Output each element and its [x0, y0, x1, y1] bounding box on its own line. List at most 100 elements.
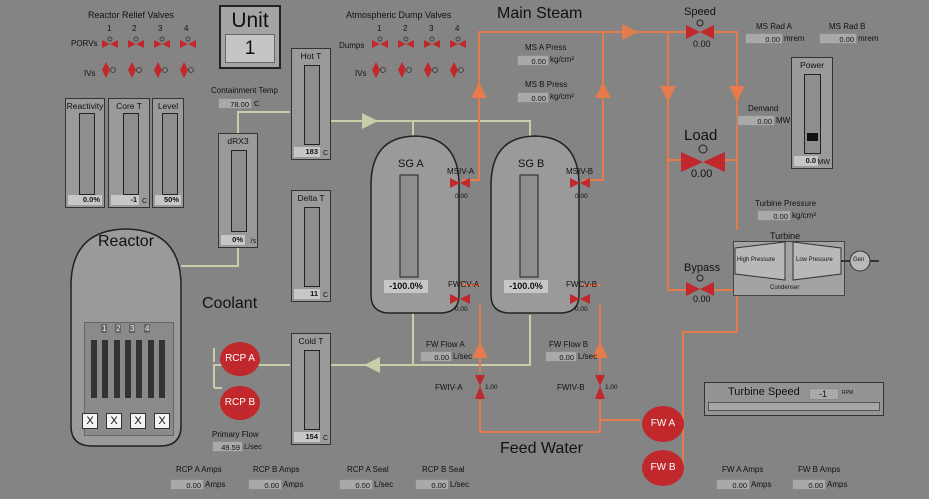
- power-level-fill: [807, 133, 818, 141]
- rcp-b-amps-value: 0.00: [248, 479, 282, 490]
- power-label: Power: [799, 60, 825, 70]
- rcp-b-amps-label: RCP B Amps: [253, 465, 300, 474]
- bypass-label: Bypass: [684, 262, 721, 274]
- primary-flow-value: 49.59: [212, 441, 243, 452]
- power-value: 0.0: [794, 156, 818, 166]
- speed-label: Speed: [684, 6, 716, 18]
- drx3-tube: [231, 150, 247, 232]
- hot-t-value: 183: [294, 147, 320, 157]
- dumps-label: Dumps: [339, 41, 365, 50]
- msiv-b-label: MSIV-B: [566, 167, 594, 176]
- drx3-label: dRX3: [227, 136, 249, 146]
- demand-unit: MW: [776, 116, 791, 125]
- rod-control-1[interactable]: X: [82, 413, 98, 429]
- sg-b-label: SG B: [518, 158, 545, 170]
- turbine-speed-bar: [708, 402, 880, 411]
- turbine-speed-unit: RPM: [842, 390, 854, 396]
- rcp-a-amps-label: RCP A Amps: [176, 465, 222, 474]
- ms-b-press-unit: kg/cm²: [550, 92, 574, 101]
- containment-temp-value: 78.00: [218, 98, 252, 109]
- reactivity-label: Reactivity: [66, 101, 104, 111]
- fwiv-b-label: FWIV-B: [557, 383, 585, 392]
- turbine-pressure-unit: kg/cm²: [792, 211, 816, 220]
- dump-valve-icons[interactable]: [368, 36, 468, 82]
- turbine-label: Turbine: [770, 231, 801, 241]
- delta-t-tube: [304, 207, 320, 287]
- core-t-unit: C: [141, 198, 147, 205]
- sg-a-label: SG A: [398, 158, 424, 170]
- rod-control-4[interactable]: X: [154, 413, 170, 429]
- fwcv-a-label: FWCV-A: [448, 280, 480, 289]
- speed-valve-icon[interactable]: [684, 19, 716, 41]
- fw-b-pump-button[interactable]: FW B: [642, 450, 684, 486]
- rcp-a-seal-unit: L/sec: [374, 480, 394, 489]
- level-value: 50%: [155, 195, 181, 205]
- fwcv-b-value: 0.00: [575, 306, 588, 313]
- speed-value: 0.00: [693, 39, 711, 49]
- fw-flow-a-label: FW Flow A: [426, 340, 465, 349]
- porvs-label: PORVs: [71, 39, 98, 48]
- sg-b-value: -100.0%: [504, 280, 548, 293]
- delta-t-gauge: Delta T 11 C: [291, 190, 331, 302]
- load-valve-icon[interactable]: [679, 144, 727, 174]
- level-label: Level: [157, 101, 179, 111]
- msiv-b-valve-icon[interactable]: [568, 176, 594, 190]
- msiv-b-value: 0.00: [575, 193, 588, 200]
- ms-a-press-unit: kg/cm²: [550, 55, 574, 64]
- rod-number-4: 4: [144, 324, 151, 333]
- fw-flow-b-label: FW Flow B: [549, 340, 589, 349]
- fw-flow-a-value: 0.00: [420, 351, 452, 362]
- cold-t-tube: [304, 350, 320, 430]
- fwcv-b-valve-icon[interactable]: [568, 292, 594, 306]
- main-steam-label: Main Steam: [497, 5, 583, 22]
- ms-a-press-value: 0.00: [517, 55, 549, 66]
- primary-flow-unit: L/sec: [244, 442, 262, 451]
- fw-a-pump-button[interactable]: FW A: [642, 406, 684, 442]
- ms-b-press-value: 0.00: [517, 92, 549, 103]
- fwiv-a-valve-icon[interactable]: [473, 373, 487, 401]
- rod-control-3[interactable]: X: [130, 413, 146, 429]
- rod-number-3: 3: [129, 324, 136, 333]
- delta-t-label: Delta T: [297, 193, 325, 203]
- load-value: 0.00: [691, 168, 713, 180]
- rod-control-2[interactable]: X: [106, 413, 122, 429]
- cold-t-label: Cold T: [298, 336, 324, 346]
- fwcv-a-value: 0.00: [455, 306, 468, 313]
- relief-valve-icons[interactable]: [98, 36, 198, 82]
- turbine-speed-label: Turbine Speed: [728, 386, 800, 398]
- load-label: Load: [684, 127, 718, 144]
- fwcv-a-valve-icon[interactable]: [448, 292, 474, 306]
- ms-rad-b-value: 0.00: [819, 33, 857, 44]
- ms-rad-a-label: MS Rad A: [756, 22, 793, 31]
- turbine-pressure-label: Turbine Pressure: [755, 199, 817, 208]
- fw-b-amps-value: 0.00: [792, 479, 826, 490]
- reactivity-tube: [79, 113, 95, 195]
- cold-t-value: 154: [294, 432, 320, 442]
- bypass-valve-icon[interactable]: [684, 274, 716, 298]
- rcp-b-amps-unit: Amps: [283, 480, 304, 489]
- fw-b-amps-label: FW B Amps: [798, 465, 841, 474]
- ms-a-press-label: MS A Press: [525, 43, 567, 52]
- reactivity-value: 0.0%: [68, 195, 102, 205]
- hot-t-label: Hot T: [300, 51, 322, 61]
- msiv-a-valve-icon[interactable]: [448, 176, 474, 190]
- core-t-tube: [123, 113, 139, 195]
- hot-t-gauge: Hot T 183 C: [291, 48, 331, 160]
- unit-selector[interactable]: Unit 1: [219, 5, 281, 69]
- turbine-pressure-value: 0.00: [757, 210, 791, 221]
- rcp-a-button[interactable]: RCP A: [220, 342, 260, 376]
- low-pressure-label: Low Pressure: [796, 257, 833, 263]
- relief-valve-number-3: 3: [158, 24, 163, 33]
- fw-flow-b-unit: L/sec: [578, 352, 598, 361]
- coolant-label: Coolant: [202, 295, 258, 312]
- relief-valve-number-2: 2: [132, 24, 137, 33]
- fwiv-b-valve-icon[interactable]: [593, 373, 607, 401]
- demand-label: Demand: [748, 104, 779, 113]
- ms-rad-b-unit: mrem: [858, 34, 879, 43]
- rcp-b-button[interactable]: RCP B: [220, 386, 260, 420]
- relief-valve-number-1: 1: [107, 24, 112, 33]
- dump-valves-title: Atmospheric Dump Valves: [346, 10, 452, 20]
- ms-b-press-label: MS B Press: [525, 80, 568, 89]
- rcp-b-seal-label: RCP B Seal: [422, 465, 465, 474]
